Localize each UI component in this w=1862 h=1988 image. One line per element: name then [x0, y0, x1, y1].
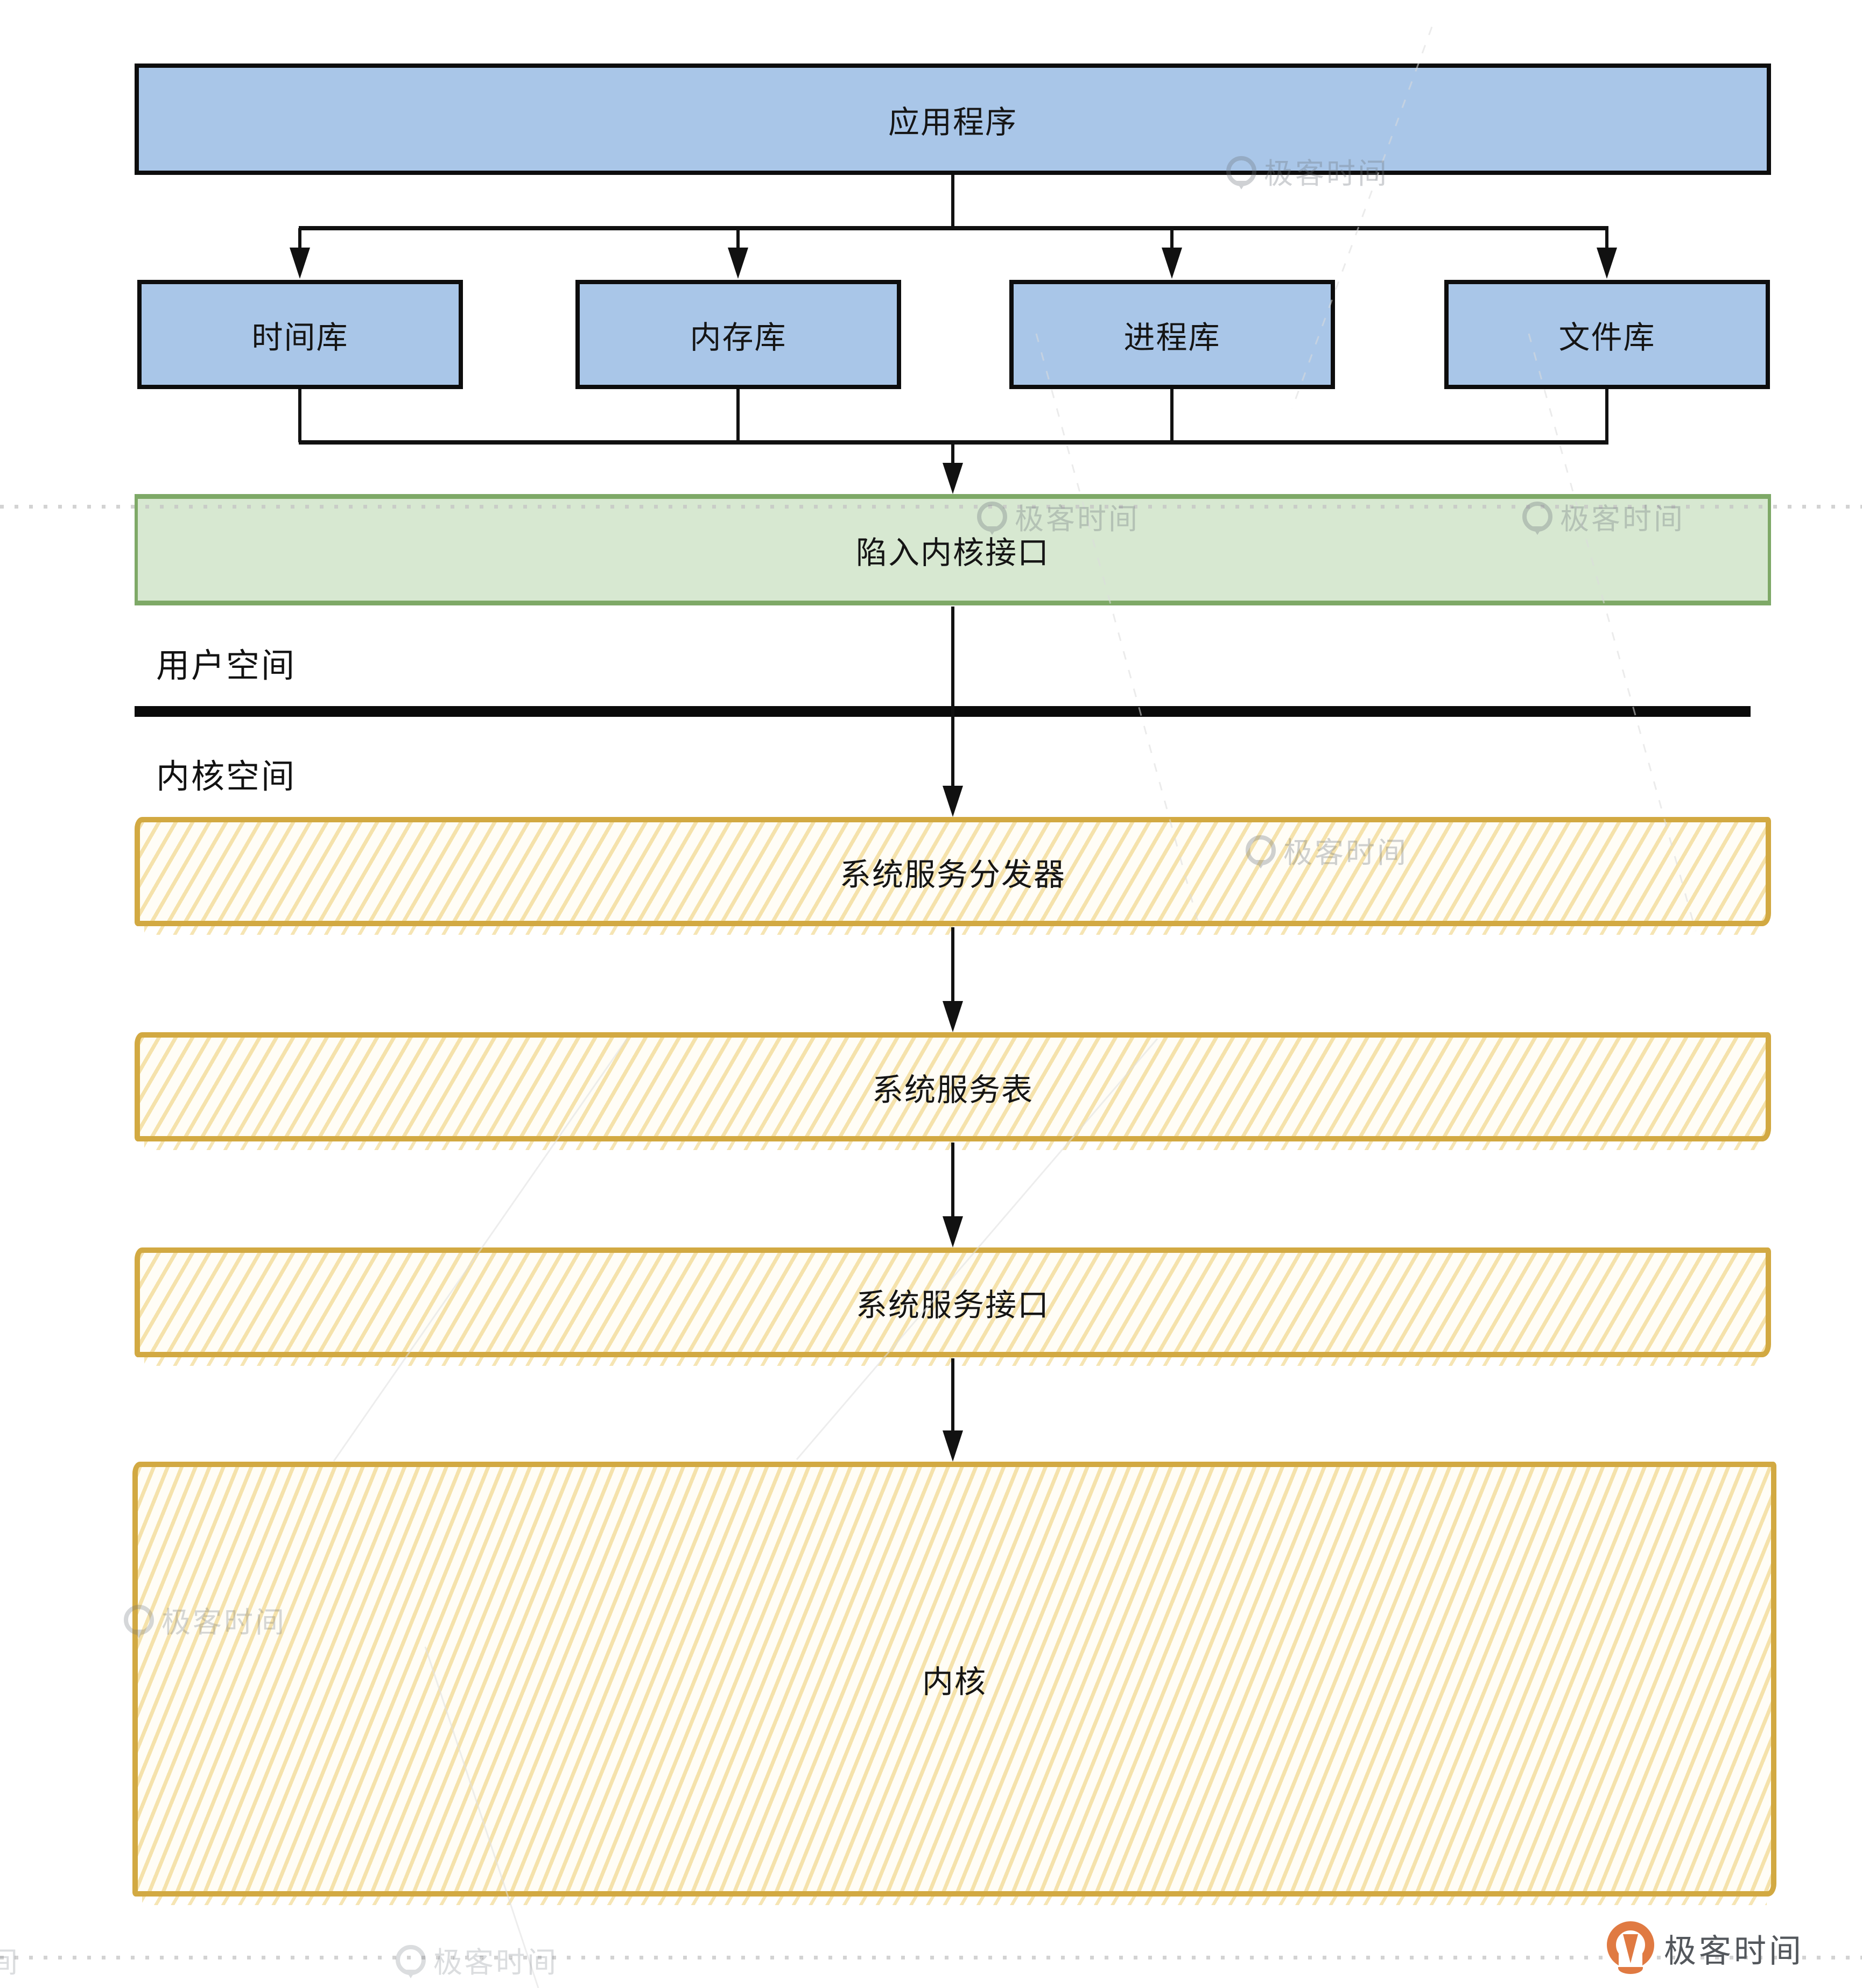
watermark-partial: 极客时间 — [0, 1938, 20, 1981]
dotted-guide-line-top — [0, 505, 1862, 509]
connector-line — [1605, 228, 1608, 250]
geektime-brand-logo: 极客时间 — [1607, 1921, 1804, 1975]
node-memory-library: 内存库 — [575, 280, 901, 389]
geektime-pin-icon — [1607, 1921, 1654, 1975]
dotted-guide-line-bottom — [0, 1956, 1862, 1959]
connector-line — [951, 607, 954, 787]
connector-line — [299, 440, 1608, 445]
node-process-library-label: 进程库 — [1123, 320, 1221, 355]
geektime-brand-text: 极客时间 — [1664, 1933, 1804, 1969]
node-file-library-label: 文件库 — [1558, 320, 1656, 355]
watermark: 极客时间 — [396, 1938, 558, 1981]
watermark-text: 极客时间 — [1560, 503, 1685, 535]
arrowhead-down — [1162, 248, 1182, 279]
watermark-text: 极客时间 — [1264, 158, 1389, 190]
connector-line — [1605, 389, 1608, 442]
watermark-text: 极客时间 — [161, 1606, 286, 1639]
watermark-pin-icon — [977, 501, 1007, 532]
connector-line — [298, 389, 301, 442]
connector-line — [736, 389, 740, 442]
node-kernel: 内核 — [132, 1462, 1776, 1905]
connector-line — [951, 1143, 954, 1218]
node-kernel-label: 内核 — [922, 1665, 987, 1700]
watermark-text: 极客时间 — [0, 1947, 20, 1979]
connector-line — [736, 228, 740, 250]
pin-tail — [1618, 1962, 1643, 1974]
user-space-label: 用户空间 — [156, 647, 297, 685]
node-time-library: 时间库 — [137, 280, 463, 389]
node-system-service-table: 系统服务表 — [135, 1032, 1771, 1150]
node-system-service-table-label: 系统服务表 — [872, 1072, 1034, 1108]
kernel-space-label: 内核空间 — [156, 758, 297, 795]
watermark-text: 极客时间 — [1015, 503, 1140, 535]
watermark-pin-icon — [1522, 501, 1552, 532]
connector-line — [951, 175, 954, 228]
connector-line — [951, 927, 954, 1003]
node-system-service-interface: 系统服务接口 — [135, 1247, 1771, 1366]
connector-line — [299, 226, 1608, 230]
connector-line — [951, 445, 954, 464]
node-system-service-dispatcher-label: 系统服务分发器 — [839, 857, 1066, 892]
pin-needle — [1623, 1934, 1638, 1963]
space-divider-line — [135, 706, 1751, 717]
watermark: 极客时间 — [1522, 495, 1685, 538]
arrowhead-down — [943, 1001, 963, 1032]
watermark-text: 极客时间 — [1283, 837, 1408, 869]
connector-line — [1170, 228, 1174, 250]
watermark: 极客时间 — [1226, 150, 1389, 192]
arrowhead-down — [943, 1430, 963, 1462]
node-file-library: 文件库 — [1444, 280, 1770, 389]
node-time-library-label: 时间库 — [251, 320, 349, 355]
node-process-library: 进程库 — [1009, 280, 1335, 389]
watermark: 极客时间 — [1246, 829, 1408, 871]
watermark-pin-icon — [396, 1944, 426, 1975]
watermark-pin-icon — [1226, 156, 1256, 186]
node-trap-kernel-interface-label: 陷入内核接口 — [855, 535, 1050, 570]
connector-line — [298, 228, 301, 250]
arrowhead-down — [943, 1216, 963, 1247]
connector-line — [951, 1358, 954, 1432]
arrowhead-down — [943, 463, 963, 494]
watermark: 极客时间 — [124, 1598, 286, 1641]
watermark: 极客时间 — [977, 495, 1140, 538]
arrowhead-down — [1597, 248, 1617, 279]
node-application: 应用程序 — [135, 64, 1771, 175]
watermark-pin-icon — [1246, 835, 1276, 865]
watermark-pin-icon — [124, 1604, 154, 1635]
connector-line — [1170, 389, 1174, 442]
node-system-service-dispatcher: 系统服务分发器 — [135, 817, 1771, 935]
node-memory-library-label: 内存库 — [690, 320, 787, 355]
watermark-text: 极客时间 — [433, 1947, 558, 1979]
arrowhead-down — [943, 786, 963, 817]
arrowhead-down — [290, 248, 310, 279]
node-system-service-interface-label: 系统服务接口 — [855, 1288, 1050, 1323]
node-application-label: 应用程序 — [888, 104, 1017, 140]
node-trap-kernel-interface: 陷入内核接口 — [135, 494, 1771, 605]
arrowhead-down — [728, 248, 748, 279]
